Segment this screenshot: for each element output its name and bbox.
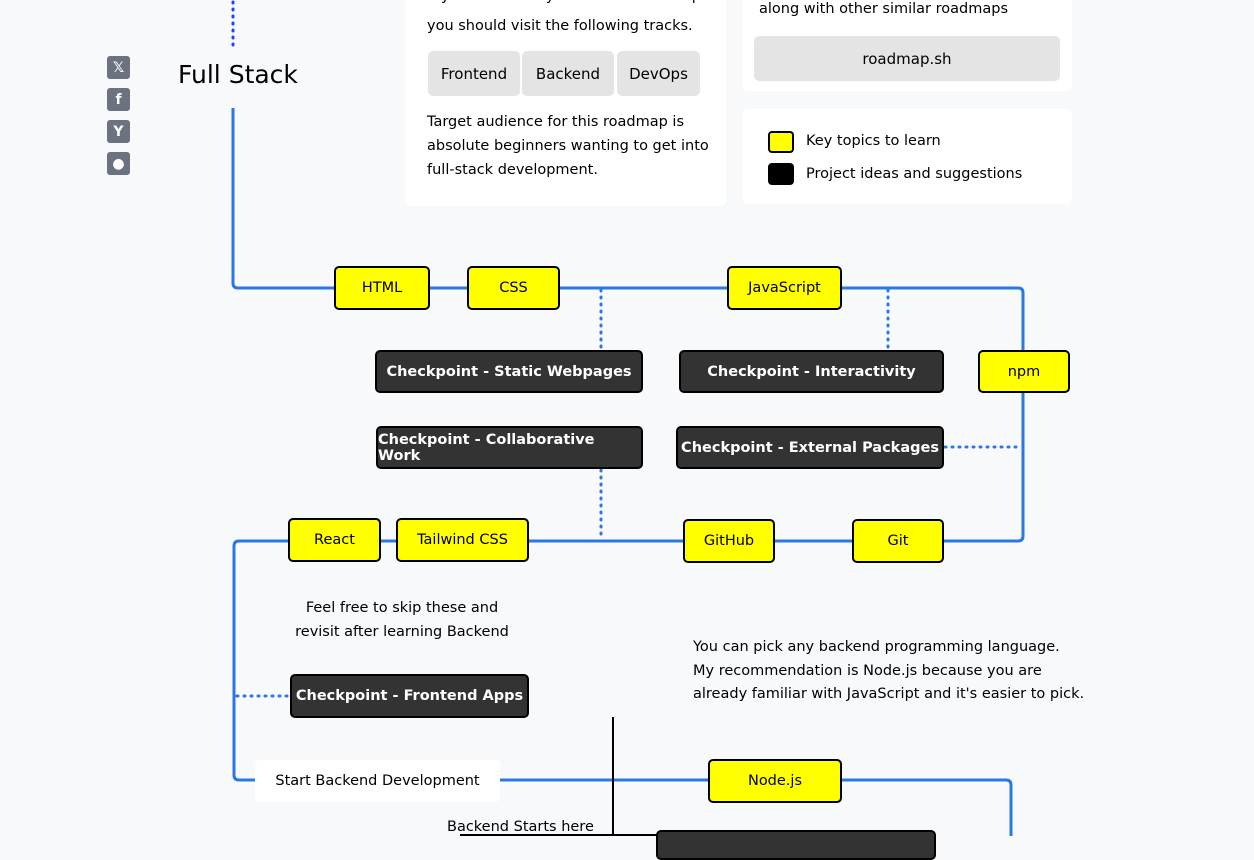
checkpoint-partial[interactable] xyxy=(656,830,936,860)
node-html[interactable]: HTML xyxy=(334,266,430,310)
node-nodejs[interactable]: Node.js xyxy=(708,759,842,803)
checkpoint-frontend-apps[interactable]: Checkpoint - Frontend Apps xyxy=(290,674,529,718)
facebook-icon[interactable]: f xyxy=(107,88,130,111)
track-devops[interactable]: DevOps xyxy=(617,51,700,96)
start-backend-development[interactable]: Start Backend Development xyxy=(255,760,500,802)
legend-swatch-topic xyxy=(768,131,794,153)
node-css[interactable]: CSS xyxy=(467,266,560,310)
page-title: Full Stack xyxy=(178,60,298,89)
reddit-icon[interactable]: ● xyxy=(107,152,130,175)
audience-line: full-stack development. xyxy=(427,162,598,178)
x-icon[interactable]: 𝕏 xyxy=(107,56,130,79)
legend-swatch-project xyxy=(768,163,794,185)
note-line: Feel free to skip these and xyxy=(305,600,499,616)
track-backend[interactable]: Backend xyxy=(522,51,614,96)
checkpoint-collaborative-work[interactable]: Checkpoint - Collaborative Work xyxy=(376,426,643,469)
node-javascript[interactable]: JavaScript xyxy=(727,266,842,310)
audience-line: absolute beginners wanting to get into xyxy=(427,138,709,154)
checkpoint-interactivity[interactable]: Checkpoint - Interactivity xyxy=(679,350,944,393)
roadmaps-card: along with other similar roadmaps roadma… xyxy=(742,0,1072,91)
node-react[interactable]: React xyxy=(288,518,381,562)
note-line: You can pick any backend programming lan… xyxy=(693,639,1060,655)
checkpoint-static-webpages[interactable]: Checkpoint - Static Webpages xyxy=(375,350,643,393)
checkpoint-external-packages[interactable]: Checkpoint - External Packages xyxy=(676,426,944,469)
intro-line: If you are already a full-stack develope… xyxy=(427,0,716,9)
audience-line: Target audience for this roadmap is xyxy=(427,114,685,130)
hackernews-icon[interactable]: Y xyxy=(107,120,130,143)
legend-label: Key topics to learn xyxy=(806,133,941,149)
node-github[interactable]: GitHub xyxy=(683,519,775,563)
node-git[interactable]: Git xyxy=(852,519,944,563)
backend-language-note: You can pick any backend programming lan… xyxy=(693,636,1084,707)
roadmaps-text: along with other similar roadmaps xyxy=(759,1,1008,17)
intro-line: you should visit the following tracks. xyxy=(427,18,693,34)
note-line: My recommendation is Node.js because you… xyxy=(693,662,1042,679)
intro-card: If you are already a full-stack develope… xyxy=(405,0,726,206)
note-line: revisit after learning Backend xyxy=(295,623,509,640)
skip-note: Feel free to skip these and revisit afte… xyxy=(262,597,542,644)
roadmap-sh-button[interactable]: roadmap.sh xyxy=(754,36,1060,81)
legend-label: Project ideas and suggestions xyxy=(806,166,1023,182)
node-npm[interactable]: npm xyxy=(978,350,1070,393)
legend-card: Key topics to learn Project ideas and su… xyxy=(742,109,1072,204)
node-tailwind-css[interactable]: Tailwind CSS xyxy=(396,518,529,562)
track-frontend[interactable]: Frontend xyxy=(428,51,520,96)
backend-starts-label: Backend Starts here xyxy=(447,819,594,835)
note-line: already familiar with JavaScript and it'… xyxy=(693,686,1085,702)
